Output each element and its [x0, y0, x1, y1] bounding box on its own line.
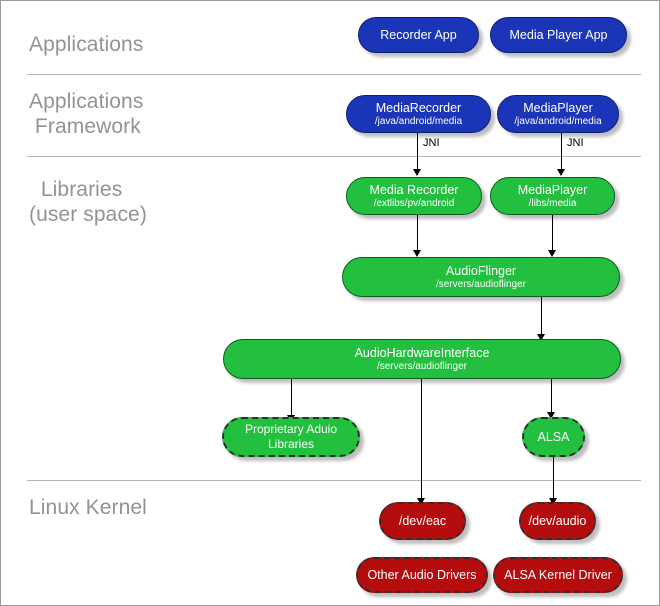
- arrowhead-media-recorder-jni: [413, 169, 421, 176]
- node-subtitle: /libs/media: [528, 197, 577, 209]
- node-media-player-app[interactable]: Media Player App: [490, 17, 627, 53]
- node-title: AudioFlinger: [445, 263, 517, 278]
- node-subtitle: /extlibs/pv/android: [373, 197, 455, 209]
- layer-label-libraries: Libraries (user space): [29, 178, 147, 226]
- edge-label-jni-player: JNI: [567, 137, 584, 149]
- node-title: /dev/eac: [398, 513, 447, 528]
- arrowhead-media-player-to-audioflinger: [548, 250, 556, 257]
- arrowhead-media-recorder-to-audioflinger: [413, 250, 421, 257]
- node-alsa[interactable]: ALSA: [522, 417, 585, 457]
- node-media-player-lib[interactable]: MediaPlayer /libs/media: [490, 177, 615, 215]
- node-title: MediaRecorder: [375, 100, 462, 115]
- node-subtitle: /servers/audioflinger: [435, 278, 527, 290]
- node-media-recorder-framework[interactable]: MediaRecorder /java/android/media: [346, 95, 491, 133]
- divider-applications: [27, 74, 641, 75]
- arrowhead-media-player-jni: [557, 169, 565, 176]
- divider-applications-framework: [27, 156, 641, 157]
- connector-media-player-jni: [561, 133, 562, 175]
- node-title: /dev/audio: [528, 513, 587, 528]
- connector-hardware-interface-to-dev-eac: [421, 379, 422, 503]
- node-other-audio-drivers[interactable]: Other Audio Drivers: [356, 557, 488, 593]
- arrowhead-audioflinger-to-hardware-interface: [537, 334, 545, 341]
- node-audio-flinger[interactable]: AudioFlinger /servers/audioflinger: [342, 257, 620, 297]
- connector-media-player-to-audioflinger: [552, 215, 553, 255]
- node-dev-eac[interactable]: /dev/eac: [379, 502, 466, 540]
- layer-label-applications: Applications: [29, 33, 144, 56]
- node-proprietary-audio-libraries[interactable]: Proprietary Aduio Libraries: [222, 417, 360, 457]
- connector-media-recorder-jni: [417, 133, 418, 175]
- node-audio-hardware-interface[interactable]: AudioHardwareInterface /servers/audiofli…: [223, 339, 621, 379]
- connector-audioflinger-to-hardware-interface: [541, 297, 542, 339]
- node-alsa-kernel-driver[interactable]: ALSA Kernel Driver: [493, 557, 623, 593]
- node-title: Media Recorder: [369, 182, 459, 197]
- node-title: ALSA Kernel Driver: [504, 567, 612, 582]
- node-title: Other Audio Drivers: [367, 567, 477, 582]
- node-media-recorder-lib[interactable]: Media Recorder /extlibs/pv/android: [346, 177, 482, 215]
- divider-libraries: [27, 480, 641, 481]
- node-subtitle: /servers/audioflinger: [376, 360, 468, 372]
- node-subtitle: /java/android/media: [374, 115, 463, 127]
- arrowhead-hardware-interface-to-alsa: [547, 412, 555, 419]
- connector-media-recorder-to-audioflinger: [417, 215, 418, 255]
- node-recorder-app[interactable]: Recorder App: [358, 17, 479, 53]
- node-title: Recorder App: [380, 27, 457, 42]
- node-subtitle: /java/android/media: [514, 115, 602, 127]
- node-title: MediaPlayer: [523, 100, 593, 115]
- node-title: Media Player App: [509, 27, 608, 42]
- node-title: ALSA: [537, 429, 570, 444]
- node-title: MediaPlayer: [517, 182, 588, 197]
- connector-alsa-to-dev-audio: [553, 457, 554, 503]
- node-title: Proprietary Aduio Libraries: [244, 422, 338, 451]
- connector-hardware-interface-to-alsa: [551, 379, 552, 416]
- layer-label-applications-framework: Applications Framework: [29, 90, 144, 138]
- node-media-player-framework[interactable]: MediaPlayer /java/android/media: [497, 95, 619, 133]
- node-title: AudioHardwareInterface: [354, 345, 490, 360]
- edge-label-jni-recorder: JNI: [423, 137, 440, 149]
- node-dev-audio[interactable]: /dev/audio: [519, 502, 596, 540]
- connector-hardware-interface-to-proprietary-libraries: [291, 379, 292, 419]
- layer-label-linux-kernel: Linux Kernel: [29, 496, 147, 519]
